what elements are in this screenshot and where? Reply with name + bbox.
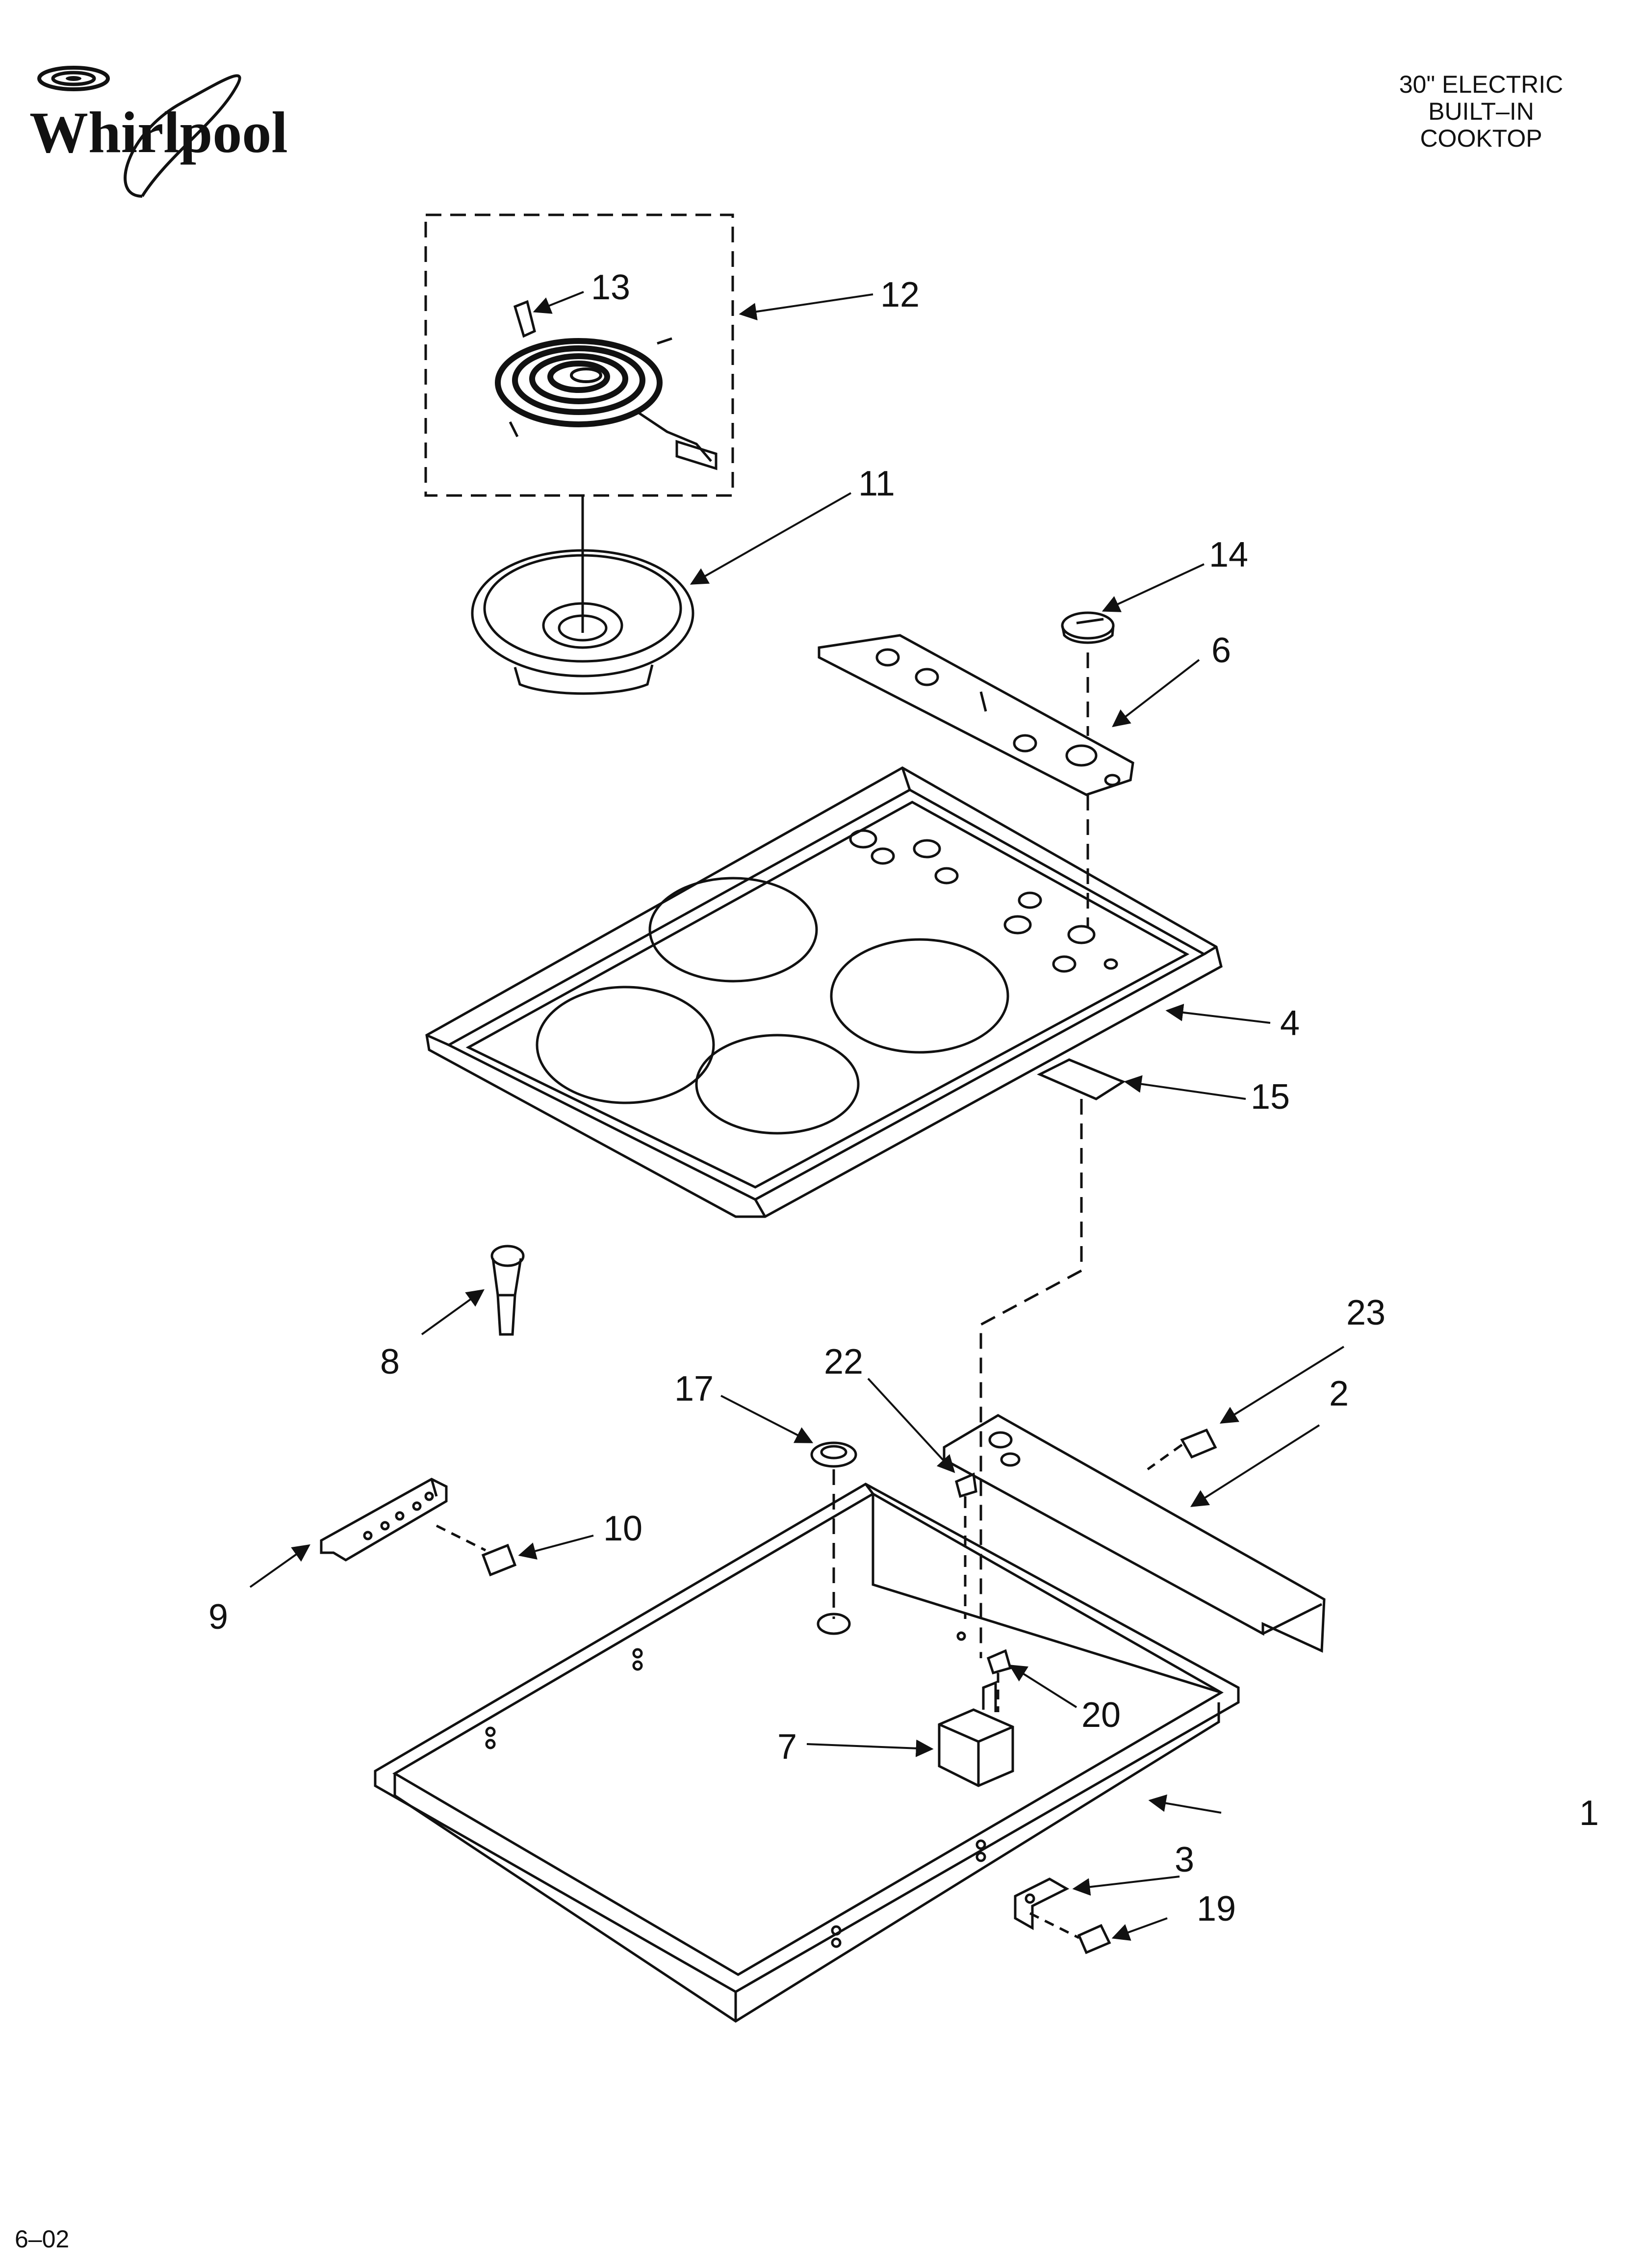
- callout-2: 2: [1329, 1374, 1349, 1413]
- callout-labels: 1 2 3 4 6 7 8 9 10 11 12 13 14 15 17 19 …: [208, 268, 1599, 1929]
- callout-20: 20: [1081, 1695, 1121, 1735]
- control-knob: [1061, 611, 1115, 644]
- whirlpool-logo: Whirlpool: [29, 66, 288, 198]
- callout-23: 23: [1346, 1293, 1385, 1332]
- title-line-3: COOKTOP: [1420, 125, 1542, 152]
- callout-3: 3: [1175, 1840, 1194, 1879]
- surface-element-kit: [424, 213, 734, 497]
- mounting-bracket: [320, 1478, 487, 1562]
- callout-10: 10: [603, 1509, 642, 1548]
- indicator-lamp: [490, 1245, 525, 1336]
- callout-12: 12: [880, 275, 920, 314]
- terminal-clip: [513, 300, 536, 338]
- control-bracket: [943, 1414, 1326, 1653]
- callout-leaders: [249, 291, 1345, 1941]
- terminal-label: [1037, 1058, 1126, 1100]
- small-screw: [955, 1472, 977, 1619]
- hold-down-clip: [1014, 1877, 1080, 1939]
- callout-8: 8: [380, 1342, 400, 1382]
- revision-code: 6–02: [15, 2225, 70, 2253]
- callout-1: 1: [1579, 1794, 1599, 1833]
- callout-15: 15: [1251, 1077, 1290, 1117]
- grommet: [810, 1441, 857, 1468]
- bracket-screw: [1147, 1428, 1217, 1471]
- callout-11: 11: [858, 464, 895, 503]
- drip-bowl: [471, 549, 694, 695]
- cooktop-box: [374, 1483, 1240, 2023]
- callout-7: 7: [777, 1727, 797, 1767]
- callout-17: 17: [674, 1369, 714, 1408]
- bracket-mounting-screw: [481, 1543, 517, 1577]
- callout-13: 13: [591, 268, 630, 307]
- callout-4: 4: [1280, 1004, 1300, 1043]
- callout-6: 6: [1211, 631, 1231, 670]
- brand-wordmark: Whirlpool: [29, 100, 288, 165]
- callout-22: 22: [824, 1342, 863, 1382]
- coil-element: [495, 337, 718, 470]
- callout-19: 19: [1197, 1889, 1236, 1929]
- cooktop-main-top: [425, 766, 1223, 1218]
- switch-screw: [986, 1649, 1012, 1712]
- callout-14: 14: [1209, 535, 1248, 574]
- title-line-1: 30" ELECTRIC: [1399, 71, 1564, 98]
- infinite-switch: [938, 1681, 1014, 1787]
- control-panel: [818, 634, 1134, 796]
- callout-9: 9: [208, 1597, 228, 1637]
- product-title: 30" ELECTRIC BUILT–IN COOKTOP: [1363, 71, 1599, 152]
- title-line-2: BUILT–IN: [1428, 98, 1534, 125]
- clip-screw: [1077, 1924, 1111, 1955]
